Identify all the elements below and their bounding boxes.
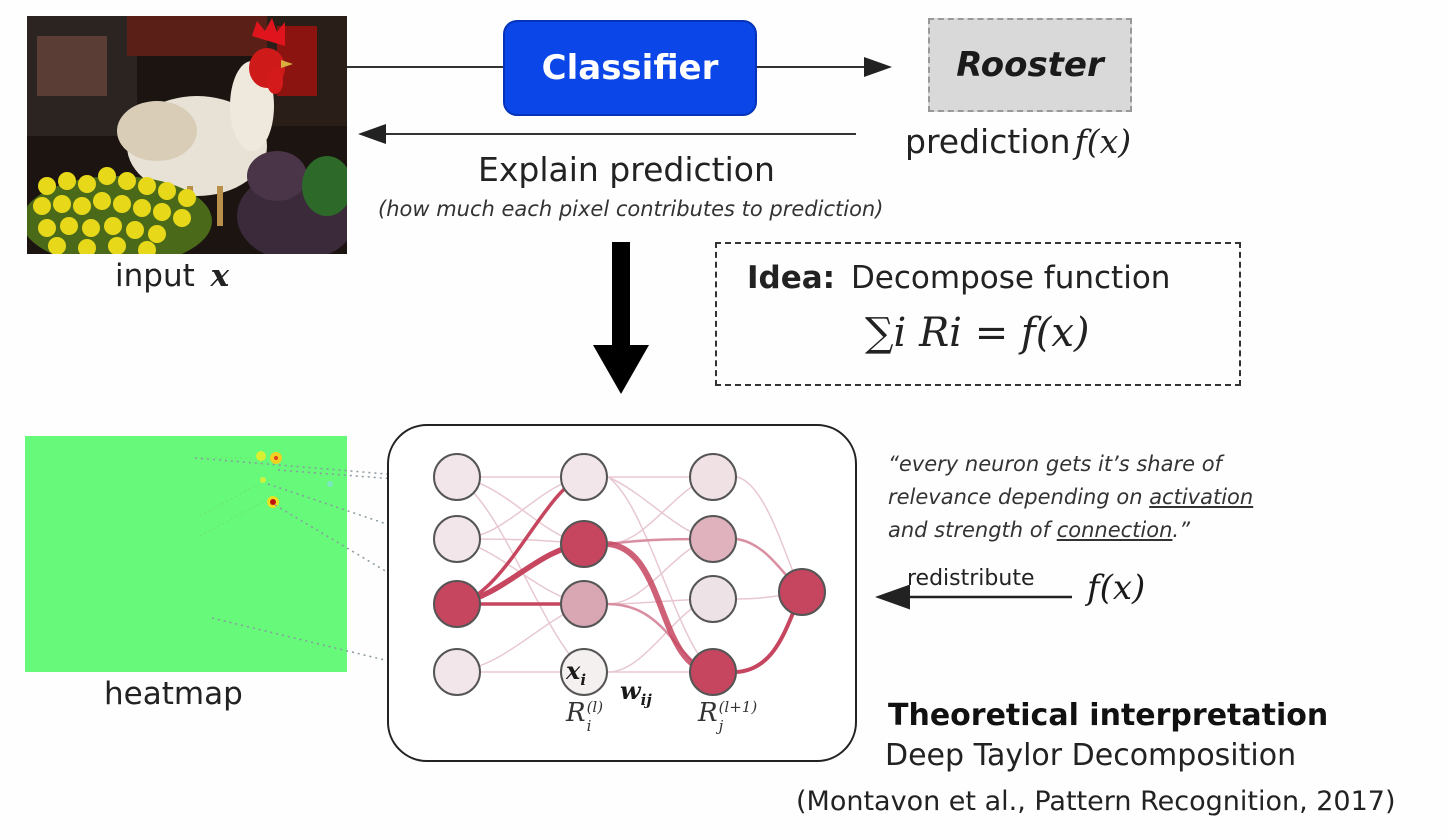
redistribute-formula: f(x) — [1087, 568, 1146, 608]
neuron-l1-3 — [433, 580, 481, 628]
idea-bold: Idea: — [747, 260, 836, 296]
node-x-sub: i — [580, 670, 587, 689]
relevance-j-sup: (l+1) — [718, 698, 758, 716]
down-arrow-head — [593, 345, 649, 394]
idea-heading: Idea: Decompose function — [747, 260, 1170, 296]
heatmap-image — [25, 436, 347, 672]
neuron-l2-4 — [560, 648, 608, 696]
idea-text: Decompose function — [850, 260, 1171, 296]
idea-box: Idea: Decompose function ∑i Ri = f(x) — [715, 242, 1241, 386]
input-caption: input x — [115, 258, 229, 294]
relevance-j-label: R(l+1)j — [698, 700, 757, 734]
input-image — [27, 16, 347, 254]
idea-formula: ∑i Ri = f(x) — [865, 310, 1090, 356]
relevance-i-label: R(l)i — [566, 700, 603, 734]
prediction-formula: f(x) — [1074, 122, 1132, 161]
weight-label: wij — [620, 676, 652, 709]
explain-subtitle: (how much each pixel contributes to pred… — [378, 197, 884, 221]
quote-line-2: relevance depending on activation — [888, 481, 1253, 514]
relevance-i-sub: i — [586, 717, 592, 735]
neuron-l1-1 — [433, 453, 481, 501]
relevance-i-sup: (l) — [586, 698, 604, 716]
neuron-l1-2 — [433, 515, 481, 563]
redistribute-label: redistribute — [907, 566, 1035, 591]
quote-line-3-text: and strength of — [888, 518, 1057, 542]
down-arrow-shaft — [612, 242, 630, 347]
classifier-box: Classifier — [503, 20, 757, 116]
neuron-l1-4 — [433, 648, 481, 696]
relevance-j-sub: j — [718, 717, 724, 735]
node-x-label: xi — [566, 656, 586, 689]
weight-symbol: w — [620, 676, 641, 705]
quote-line-3: and strength of connection.” — [888, 514, 1253, 547]
weight-sub: ij — [640, 690, 652, 709]
prediction-label: Rooster — [956, 45, 1104, 85]
quote-line-2-text: relevance depending on — [888, 485, 1150, 509]
relevance-j-symbol: R — [698, 698, 718, 728]
neuron-l2-1 — [560, 453, 608, 501]
citation: (Montavon et al., Pattern Recognition, 2… — [796, 786, 1396, 817]
neuron-l3-3 — [689, 575, 737, 623]
neuron-l3-1 — [689, 453, 737, 501]
neuron-l2-2 — [560, 520, 608, 568]
quote-block: “every neuron gets it’s share of relevan… — [888, 448, 1253, 547]
quote-line-3-end: .” — [1172, 518, 1190, 542]
neuron-output — [778, 568, 826, 616]
node-x-symbol: x — [566, 656, 581, 685]
relevance-i-symbol: R — [566, 698, 586, 728]
classifier-label: Classifier — [541, 48, 719, 88]
explain-title: Explain prediction — [478, 150, 775, 189]
network-diagram — [433, 453, 826, 696]
theoretical-method: Deep Taylor Decomposition — [885, 738, 1297, 773]
prediction-box: Rooster — [928, 18, 1132, 112]
quote-line-1: “every neuron gets it’s share of — [888, 452, 1222, 476]
quote-connection: connection — [1056, 518, 1173, 542]
theoretical-title: Theoretical interpretation — [888, 698, 1329, 733]
input-caption-text: input — [115, 258, 195, 294]
neuron-l3-4 — [689, 648, 737, 696]
heatmap-caption: heatmap — [104, 676, 243, 712]
prediction-caption-text: prediction — [905, 122, 1071, 161]
neuron-l3-2 — [689, 515, 737, 563]
neuron-l2-3 — [560, 580, 608, 628]
input-symbol: x — [210, 258, 230, 294]
quote-activation: activation — [1149, 485, 1254, 509]
